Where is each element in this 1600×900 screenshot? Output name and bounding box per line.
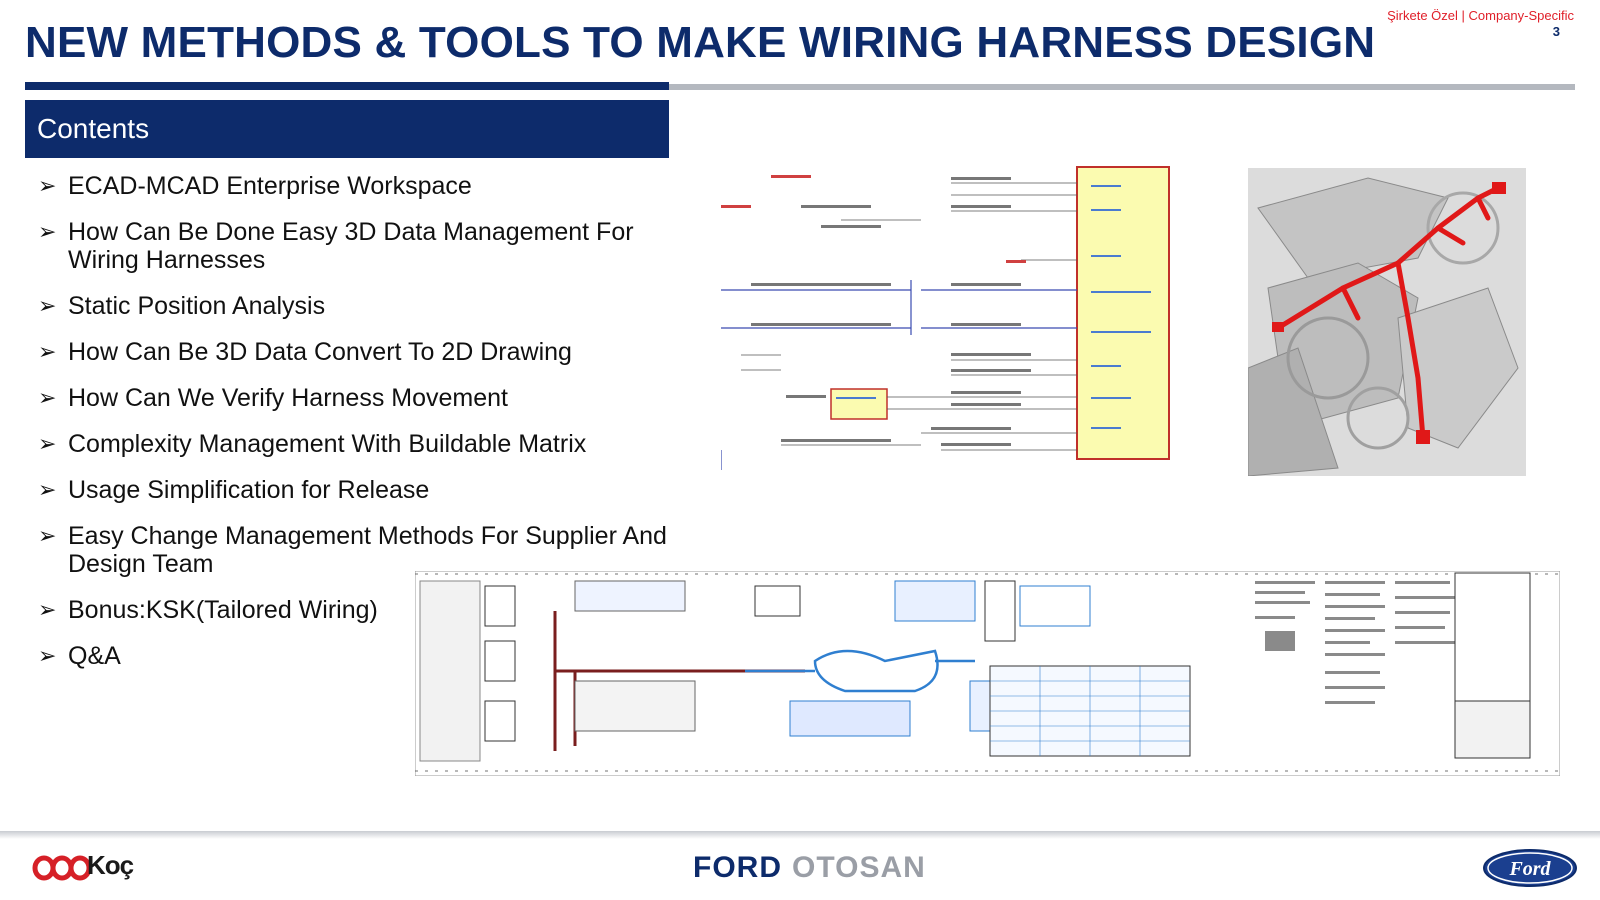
list-item: ➢ How Can We Verify Harness Movement bbox=[38, 384, 668, 412]
list-item-text: Usage Simplification for Release bbox=[68, 476, 430, 504]
list-item: ➢ Static Position Analysis bbox=[38, 292, 668, 320]
list-item: ➢ Q&A bbox=[38, 642, 668, 670]
list-item-text: Q&A bbox=[68, 642, 121, 670]
list-item: ➢ How Can Be Done Easy 3D Data Management… bbox=[38, 218, 668, 274]
arrowhead-icon: ➢ bbox=[38, 431, 57, 456]
arrowhead-icon: ➢ bbox=[38, 173, 57, 198]
arrowhead-icon: ➢ bbox=[38, 477, 57, 502]
koc-logo-icon bbox=[32, 855, 92, 881]
koc-logo-text: Koç bbox=[87, 850, 134, 880]
list-item-text: How Can Be 3D Data Convert To 2D Drawing bbox=[68, 338, 572, 366]
page-number: 3 bbox=[1552, 24, 1560, 39]
ford-oval-logo-text: Ford bbox=[1508, 858, 1551, 880]
arrowhead-icon: ➢ bbox=[38, 523, 57, 548]
ford-oval-logo-icon: Ford bbox=[1483, 849, 1577, 887]
contents-heading: Contents bbox=[25, 100, 669, 158]
list-item: ➢ How Can Be 3D Data Convert To 2D Drawin… bbox=[38, 338, 668, 366]
ford-otosan-logo: FORD OTOSAN bbox=[693, 851, 926, 885]
footer-shadow-line bbox=[0, 831, 1600, 839]
harness-2d-drawings-image bbox=[415, 571, 1560, 776]
arrowhead-icon: ➢ bbox=[38, 219, 57, 244]
list-item: ➢ ECAD-MCAD Enterprise Workspace bbox=[38, 172, 668, 200]
list-item: ➢ Complexity Management With Buildable Ma… bbox=[38, 430, 668, 458]
list-item-text: Easy Change Management Methods For Suppl… bbox=[68, 522, 667, 578]
list-item: ➢ Easy Change Management Methods For Supp… bbox=[38, 522, 668, 578]
list-item-text: Complexity Management With Buildable Mat… bbox=[68, 430, 587, 458]
contents-list: ➢ ECAD-MCAD Enterprise Workspace ➢ How Can… bbox=[38, 172, 668, 688]
list-item: ➢ Usage Simplification for Release bbox=[38, 476, 668, 504]
arrowhead-icon: ➢ bbox=[38, 293, 57, 318]
list-item: ➢ Bonus:KSK(Tailored Wiring) bbox=[38, 596, 668, 624]
list-item-text: ECAD-MCAD Enterprise Workspace bbox=[68, 172, 472, 200]
list-item-text: How Can We Verify Harness Movement bbox=[68, 384, 508, 412]
ford-otosan-logo-otosan: OTOSAN bbox=[792, 851, 926, 884]
wiring-schematic-image bbox=[721, 165, 1191, 480]
list-item-text: Bonus:KSK(Tailored Wiring) bbox=[68, 596, 378, 624]
page-title: NEW METHODS & TOOLS TO MAKE WIRING HARNE… bbox=[25, 18, 1376, 67]
arrowhead-icon: ➢ bbox=[38, 643, 57, 668]
list-item-text: Static Position Analysis bbox=[68, 292, 326, 320]
arrowhead-icon: ➢ bbox=[38, 385, 57, 410]
harness-3d-render-image bbox=[1248, 168, 1526, 476]
title-rule-dark bbox=[25, 82, 669, 90]
classification-label: Şirkete Özel | Company-Specific bbox=[1387, 8, 1574, 23]
list-item-text: How Can Be Done Easy 3D Data Management … bbox=[68, 218, 634, 274]
arrowhead-icon: ➢ bbox=[38, 339, 57, 364]
title-rule-light bbox=[669, 84, 1575, 90]
ford-otosan-logo-ford: FORD bbox=[693, 851, 782, 884]
arrowhead-icon: ➢ bbox=[38, 597, 57, 622]
